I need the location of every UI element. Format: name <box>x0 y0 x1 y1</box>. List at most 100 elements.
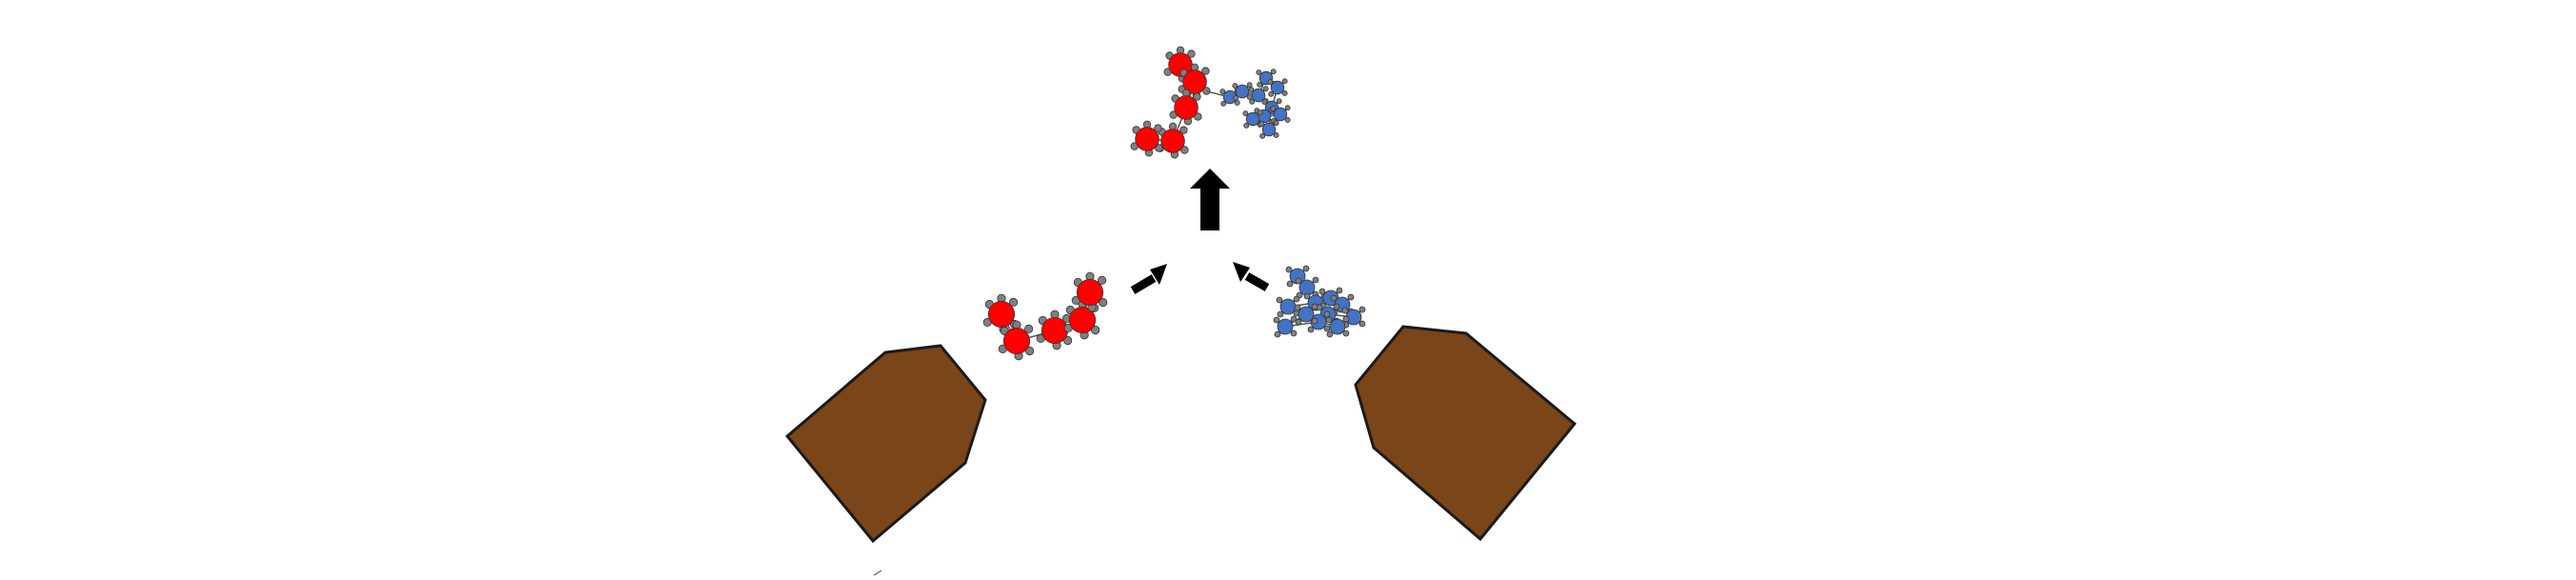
hydrogen-atom <box>1295 277 1302 285</box>
hydrogen-atom <box>1342 315 1350 323</box>
hydrogen-atom <box>1246 82 1253 89</box>
hydrogen-atom <box>1248 87 1255 92</box>
hydrogen-atom <box>1276 98 1282 105</box>
hydrogen-atom <box>1098 275 1107 285</box>
left-merge-arrow <box>1130 264 1167 294</box>
hydrogen-atom <box>1284 105 1291 111</box>
hydrogen-atom <box>1242 110 1249 116</box>
hydrogen-atom <box>1273 316 1280 324</box>
hydrogen-atom <box>1267 79 1274 85</box>
blue-atom <box>1329 318 1346 335</box>
blue-atom <box>1245 111 1260 127</box>
right-merge-arrow <box>1233 262 1270 291</box>
hydrogen-atom <box>1323 310 1331 318</box>
stray-mark <box>873 570 882 576</box>
blue-atom <box>1298 306 1315 323</box>
blue-atom <box>1235 84 1250 99</box>
red-atom <box>987 300 1016 329</box>
hydrogen-atom <box>1257 110 1263 116</box>
hydrogen-atom <box>1256 70 1262 75</box>
hydrogen-atom <box>1257 81 1263 88</box>
hydrogen-atom <box>1262 86 1269 92</box>
hydrogen-atom <box>1233 94 1239 101</box>
right-nozzle <box>1354 325 1577 542</box>
hydrogen-atom <box>1347 293 1355 301</box>
hydrogen-atom <box>1303 292 1311 300</box>
blue-atom <box>1270 80 1285 95</box>
hydrogen-atom <box>1179 126 1188 134</box>
red-atom <box>1040 316 1069 345</box>
hydrogen-atom <box>1290 330 1298 337</box>
hydrogen-atom <box>1261 99 1268 105</box>
up-arrow <box>1190 169 1230 230</box>
hydrogen-atom <box>1311 303 1318 310</box>
hydrogen-atom <box>1091 325 1100 335</box>
hydrogen-atom <box>1342 330 1350 337</box>
hydrogen-atom <box>1234 99 1240 106</box>
hydrogen-atom <box>1333 303 1340 310</box>
hydrogen-atom <box>1307 326 1315 333</box>
hydrogen-atom <box>1284 116 1291 123</box>
hydrogen-atom <box>1201 67 1210 75</box>
hydrogen-atom <box>1232 83 1238 89</box>
hydrogen-atom <box>1325 316 1333 324</box>
hydrogen-atom <box>1286 280 1294 288</box>
hydrogen-atom <box>1318 288 1326 295</box>
red-atom <box>1174 95 1199 120</box>
hydrogen-atom <box>1155 144 1163 152</box>
red-atom <box>1068 306 1097 334</box>
hydrogen-atom <box>1312 276 1319 284</box>
hydrogen-atom <box>1295 318 1302 326</box>
hydrogen-atom <box>1293 295 1300 303</box>
hydrogen-atom <box>1330 294 1338 302</box>
hydrogen-atom <box>1294 304 1301 311</box>
hydrogen-atom <box>1270 69 1277 75</box>
hydrogen-atom <box>1194 112 1202 121</box>
hydrogen-atom <box>1219 89 1226 94</box>
hydrogen-atom <box>1281 90 1288 96</box>
right-blue-molecules <box>1273 265 1366 338</box>
hydrogen-atom <box>1099 297 1108 308</box>
hydrogen-atom <box>1243 122 1250 129</box>
red-atom <box>1160 129 1185 153</box>
hydrogen-atom <box>1290 315 1298 323</box>
hydrogen-atom <box>1249 98 1256 105</box>
hydrogen-atom <box>1154 124 1162 132</box>
hydrogen-atom <box>1341 307 1349 314</box>
hydrogen-atom <box>1311 317 1318 325</box>
red-atom <box>1135 127 1159 151</box>
blue-atom <box>1279 298 1297 315</box>
hydrogen-atom <box>1193 92 1201 101</box>
hydrogen-atom <box>1063 335 1073 346</box>
blue-atom <box>1261 122 1277 137</box>
hydrogen-atom <box>1187 50 1196 58</box>
hydrogen-atom <box>1276 296 1283 304</box>
hydrogen-atom <box>1025 346 1035 356</box>
hydrogen-atom <box>1302 265 1310 272</box>
top-blue-molecules <box>1206 69 1291 139</box>
hydrogen-atom <box>1259 132 1266 139</box>
hydrogen-atom <box>1281 78 1288 85</box>
hydrogen-atom <box>1358 320 1366 328</box>
hydrogen-atom <box>1258 121 1265 127</box>
hydrogen-atom <box>1273 120 1279 127</box>
left-nozzle <box>784 344 987 544</box>
red-atom <box>1076 278 1104 307</box>
hydrogen-atom <box>1220 100 1227 107</box>
blue-atom <box>1273 107 1288 122</box>
hydrogen-atom <box>1336 287 1343 294</box>
left-red-molecules <box>982 271 1108 361</box>
top-red-molecules <box>1130 46 1211 159</box>
blue-atom <box>1277 318 1294 335</box>
hydrogen-atom <box>1277 310 1284 318</box>
hydrogen-atom <box>1323 325 1331 332</box>
red-atom <box>1002 327 1031 355</box>
hydrogen-atom <box>1009 297 1019 307</box>
hydrogen-atom <box>1274 330 1281 338</box>
blue-atom <box>1251 88 1266 103</box>
hydrogen-atom <box>1326 330 1334 338</box>
hydrogen-atom <box>1270 106 1277 111</box>
hydrogen-atom <box>1024 324 1034 333</box>
